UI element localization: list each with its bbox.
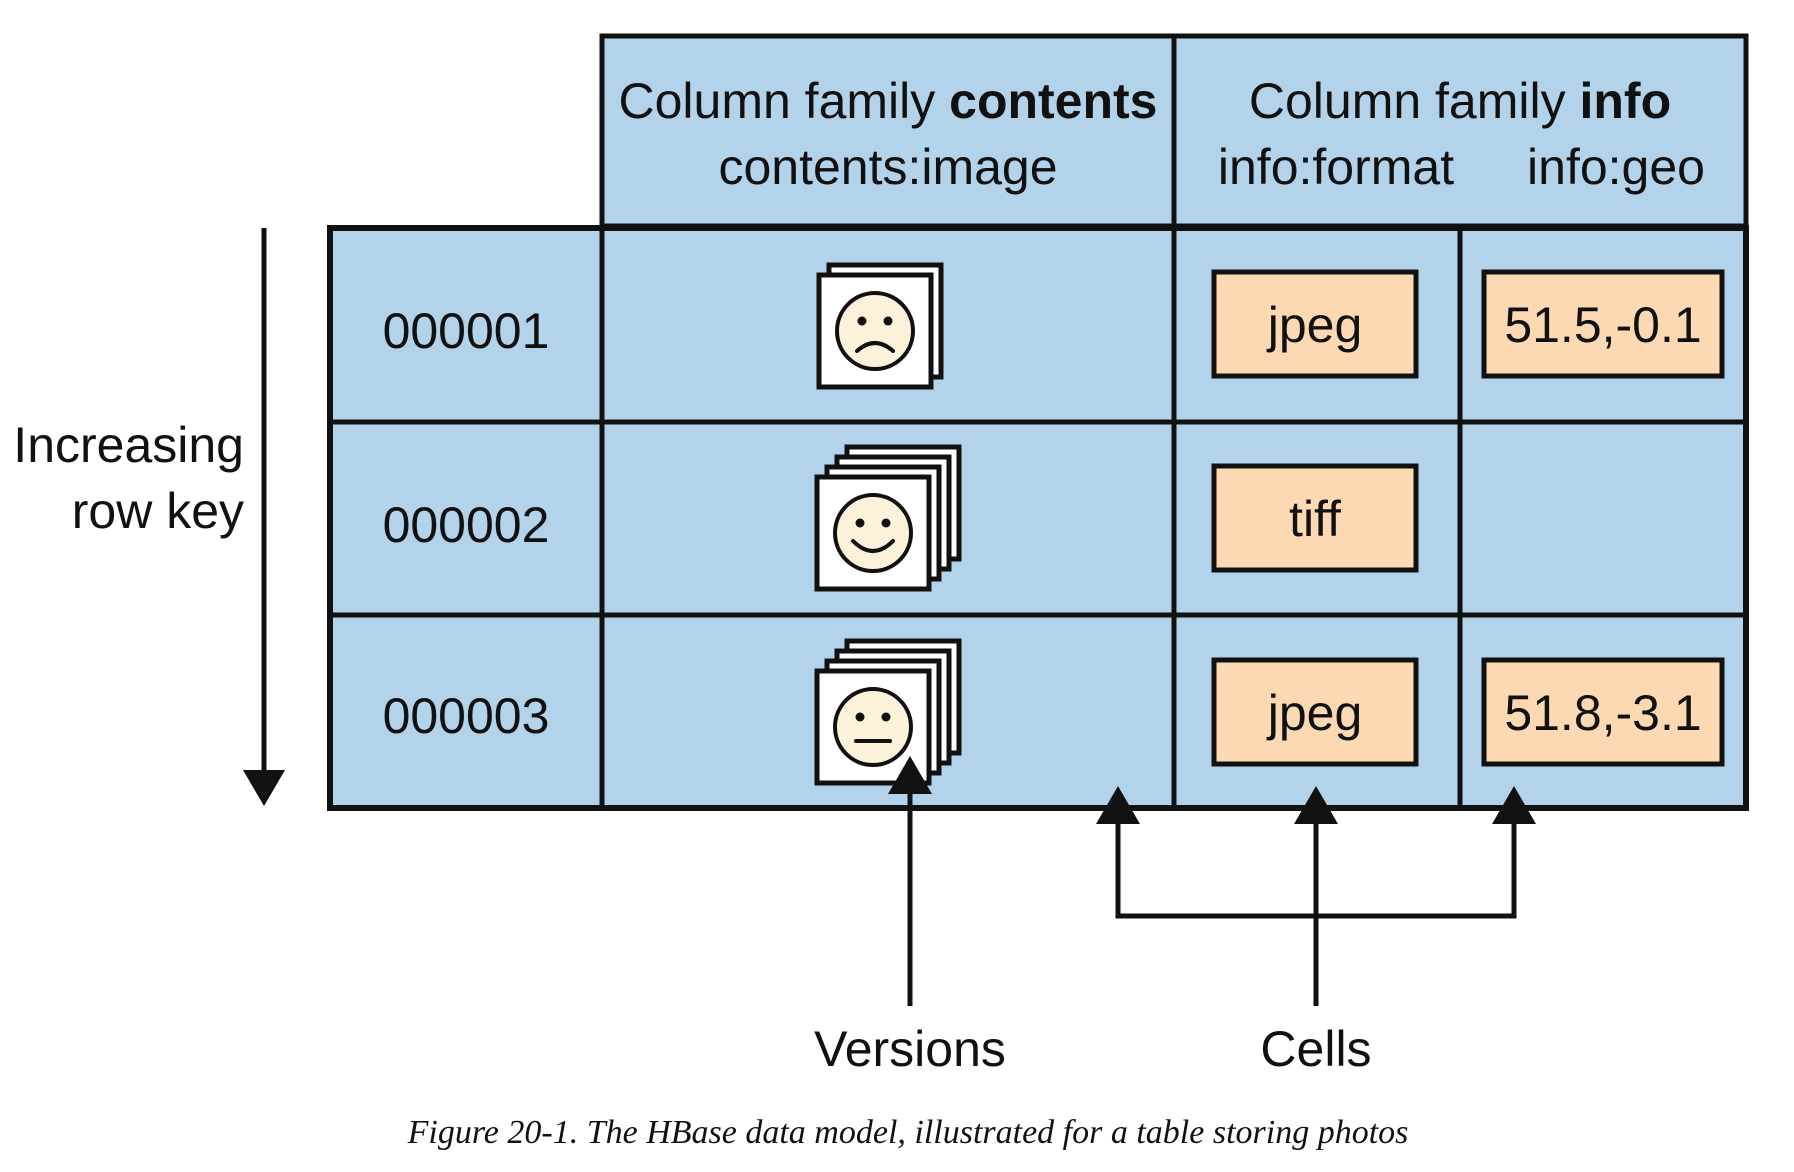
format-value-row-1: jpeg [1266, 297, 1363, 353]
cells-arrowhead-left [1096, 786, 1140, 824]
format-value-row-2: tiff [1289, 491, 1341, 547]
geo-cell-row-1 [1481, 269, 1725, 379]
cells-label: Cells [1260, 1021, 1371, 1077]
geo-value-row-3: 51.8,-3.1 [1504, 685, 1701, 741]
side-label-line-2: row key [72, 483, 244, 539]
face-eye-right [883, 316, 893, 326]
row-key-3: 000003 [383, 688, 550, 744]
contents-family-header [599, 33, 1177, 229]
versions-arrowhead [888, 756, 932, 794]
versions-label: Versions [814, 1021, 1006, 1077]
contents-qualifier-image: contents:image [718, 139, 1057, 195]
info-qualifier-geo: info:geo [1527, 139, 1705, 195]
face-mouth [851, 539, 895, 553]
info-qualifier-format: info:format [1218, 139, 1454, 195]
contents-family-title: Column family contents [619, 73, 1158, 129]
face-eye-left [857, 316, 867, 326]
format-cell-row-1 [1211, 269, 1419, 379]
neutral-face-icon [833, 687, 913, 767]
image-stack-row-3 [814, 638, 962, 786]
info-family-header [1171, 33, 1749, 229]
row-key-2: 000002 [383, 497, 550, 553]
image-stack-row-1 [816, 262, 944, 390]
image-stack-row-2 [814, 444, 962, 592]
face-mouth [855, 341, 895, 353]
cells-arrowhead-right [1492, 786, 1536, 824]
geo-value-row-1: 51.5,-0.1 [1504, 297, 1701, 353]
cells-arrowhead-center [1294, 786, 1338, 824]
geo-cell-row-3 [1481, 657, 1725, 767]
side-label-line-1: Increasing [13, 417, 244, 473]
format-cell-row-2 [1211, 463, 1419, 573]
row-key-1: 000001 [383, 303, 550, 359]
format-value-row-3: jpeg [1266, 685, 1363, 741]
face-eye-left [855, 518, 865, 528]
face-eye-right [881, 518, 891, 528]
sad-face-icon [835, 291, 915, 371]
face-eye-left [855, 712, 865, 722]
figure-caption: Figure 20-1. The HBase data model, illus… [407, 1114, 1409, 1151]
info-family-title: Column family info [1249, 73, 1671, 129]
face-eye-right [881, 712, 891, 722]
format-cell-row-3 [1211, 657, 1419, 767]
row-key-arrowhead [243, 770, 285, 806]
happy-face-icon [833, 493, 913, 573]
